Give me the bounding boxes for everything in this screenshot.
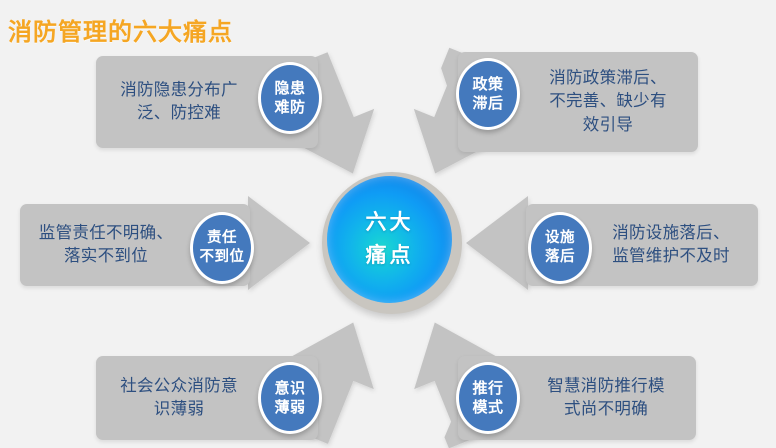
center-hub-line2: 痛点: [365, 243, 414, 267]
badge-bottom-left[interactable]: 意识 薄弱: [258, 362, 322, 434]
panel-top-left-text: 消防隐患分布广 泛、防控难: [120, 80, 238, 122]
panel-middle-right-text: 消防设施落后、 监管维护不及时: [612, 223, 730, 265]
badge-top-right-line1: 政策: [472, 75, 504, 93]
panel-bottom-left-text: 社会公众消防意 识薄弱: [120, 376, 238, 418]
badge-bottom-left-line1: 意识: [274, 379, 306, 397]
badge-top-left[interactable]: 隐患 难防: [258, 62, 322, 134]
panel-top-right-text: 消防政策滞后、 不完善、缺少有 效引导: [549, 68, 667, 134]
panel-middle-left-text: 监管责任不明确、 落实不到位: [38, 223, 174, 265]
badge-middle-right-line2: 落后: [545, 249, 575, 265]
badge-bottom-right-line2: 模式: [472, 399, 504, 416]
panel-bottom-right-text: 智慧消防推行模 式尚不明确: [547, 376, 665, 418]
badge-top-left-line2: 难防: [274, 99, 306, 116]
badge-bottom-left-line2: 薄弱: [274, 399, 306, 416]
center-hub-circle: 六大 痛点: [327, 176, 452, 303]
page-title: 消防管理的六大痛点: [8, 19, 233, 46]
badge-middle-left-line1: 责任: [207, 230, 237, 247]
badge-middle-left[interactable]: 责任 不到位: [190, 212, 254, 284]
badge-bottom-right[interactable]: 推行 模式: [456, 362, 520, 434]
badge-middle-right[interactable]: 设施 落后: [528, 212, 592, 284]
center-hub[interactable]: 六大 痛点: [322, 172, 462, 314]
badge-top-left-line1: 隐患: [274, 79, 306, 97]
badge-top-right-line2: 滞后: [472, 95, 504, 112]
badge-middle-right-line1: 设施: [545, 230, 575, 247]
center-hub-line1: 六大: [365, 210, 414, 234]
badge-bottom-right-line1: 推行: [472, 379, 504, 397]
badge-middle-left-line2: 不到位: [199, 249, 245, 265]
badge-top-right[interactable]: 政策 滞后: [456, 58, 520, 130]
